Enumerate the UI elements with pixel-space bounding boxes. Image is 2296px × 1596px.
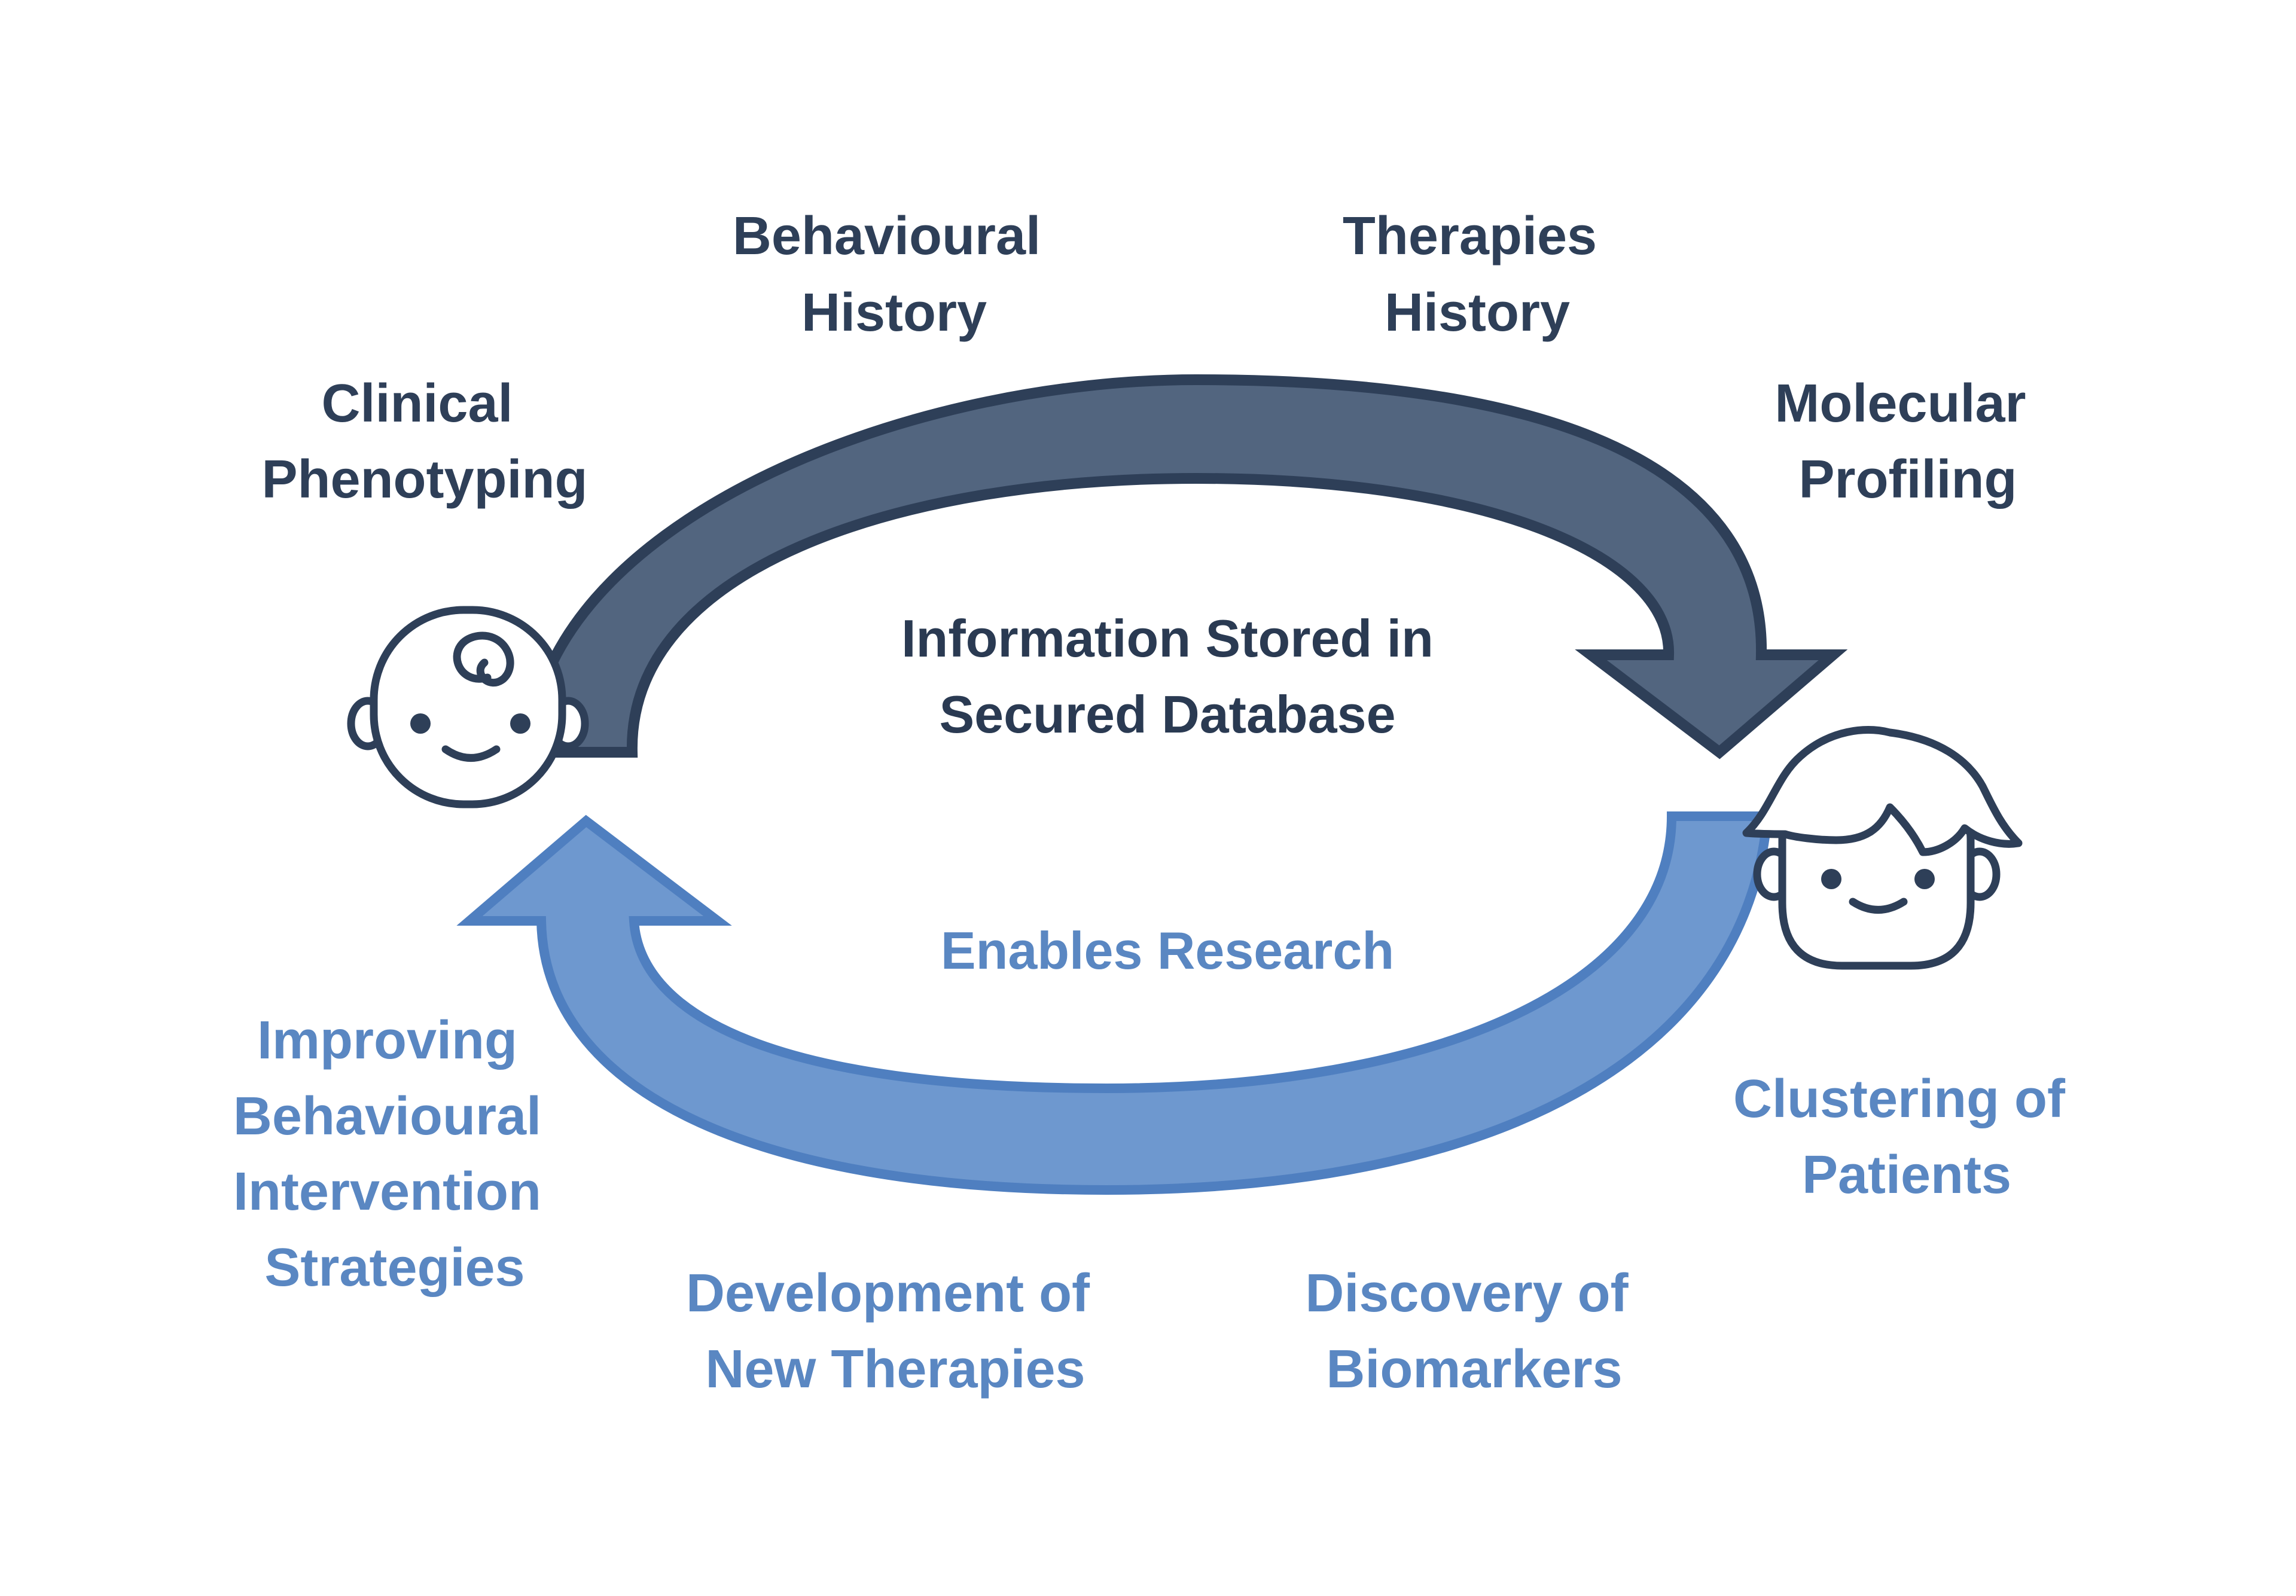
- baby-face-icon: [347, 606, 589, 808]
- label-development-therapies: Development of New Therapies: [686, 1264, 1105, 1399]
- center-title-line1: Information Stored in: [901, 609, 1434, 668]
- label-behavioural-history: Behavioural History: [733, 206, 1056, 343]
- lower-arrow: [456, 811, 1773, 1195]
- upper-arrow: [523, 374, 1848, 759]
- center-subtitle: Enables Research: [941, 921, 1394, 980]
- child-face-icon: [1742, 726, 2023, 970]
- label-molecular-profiling: Molecular Profiling: [1774, 374, 2041, 509]
- label-discovery-biomarkers: Discovery of Biomarkers: [1305, 1264, 1643, 1399]
- label-clinical-phenotyping: Clinical Phenotyping: [262, 374, 588, 509]
- center-title-line2: Secured Database: [939, 685, 1395, 744]
- label-improving-strategies: Improving Behavioural Intervention Strat…: [233, 1011, 556, 1298]
- label-therapies-history: Therapies History: [1343, 206, 1612, 343]
- label-clustering-patients: Clustering of Patients: [1733, 1069, 2080, 1205]
